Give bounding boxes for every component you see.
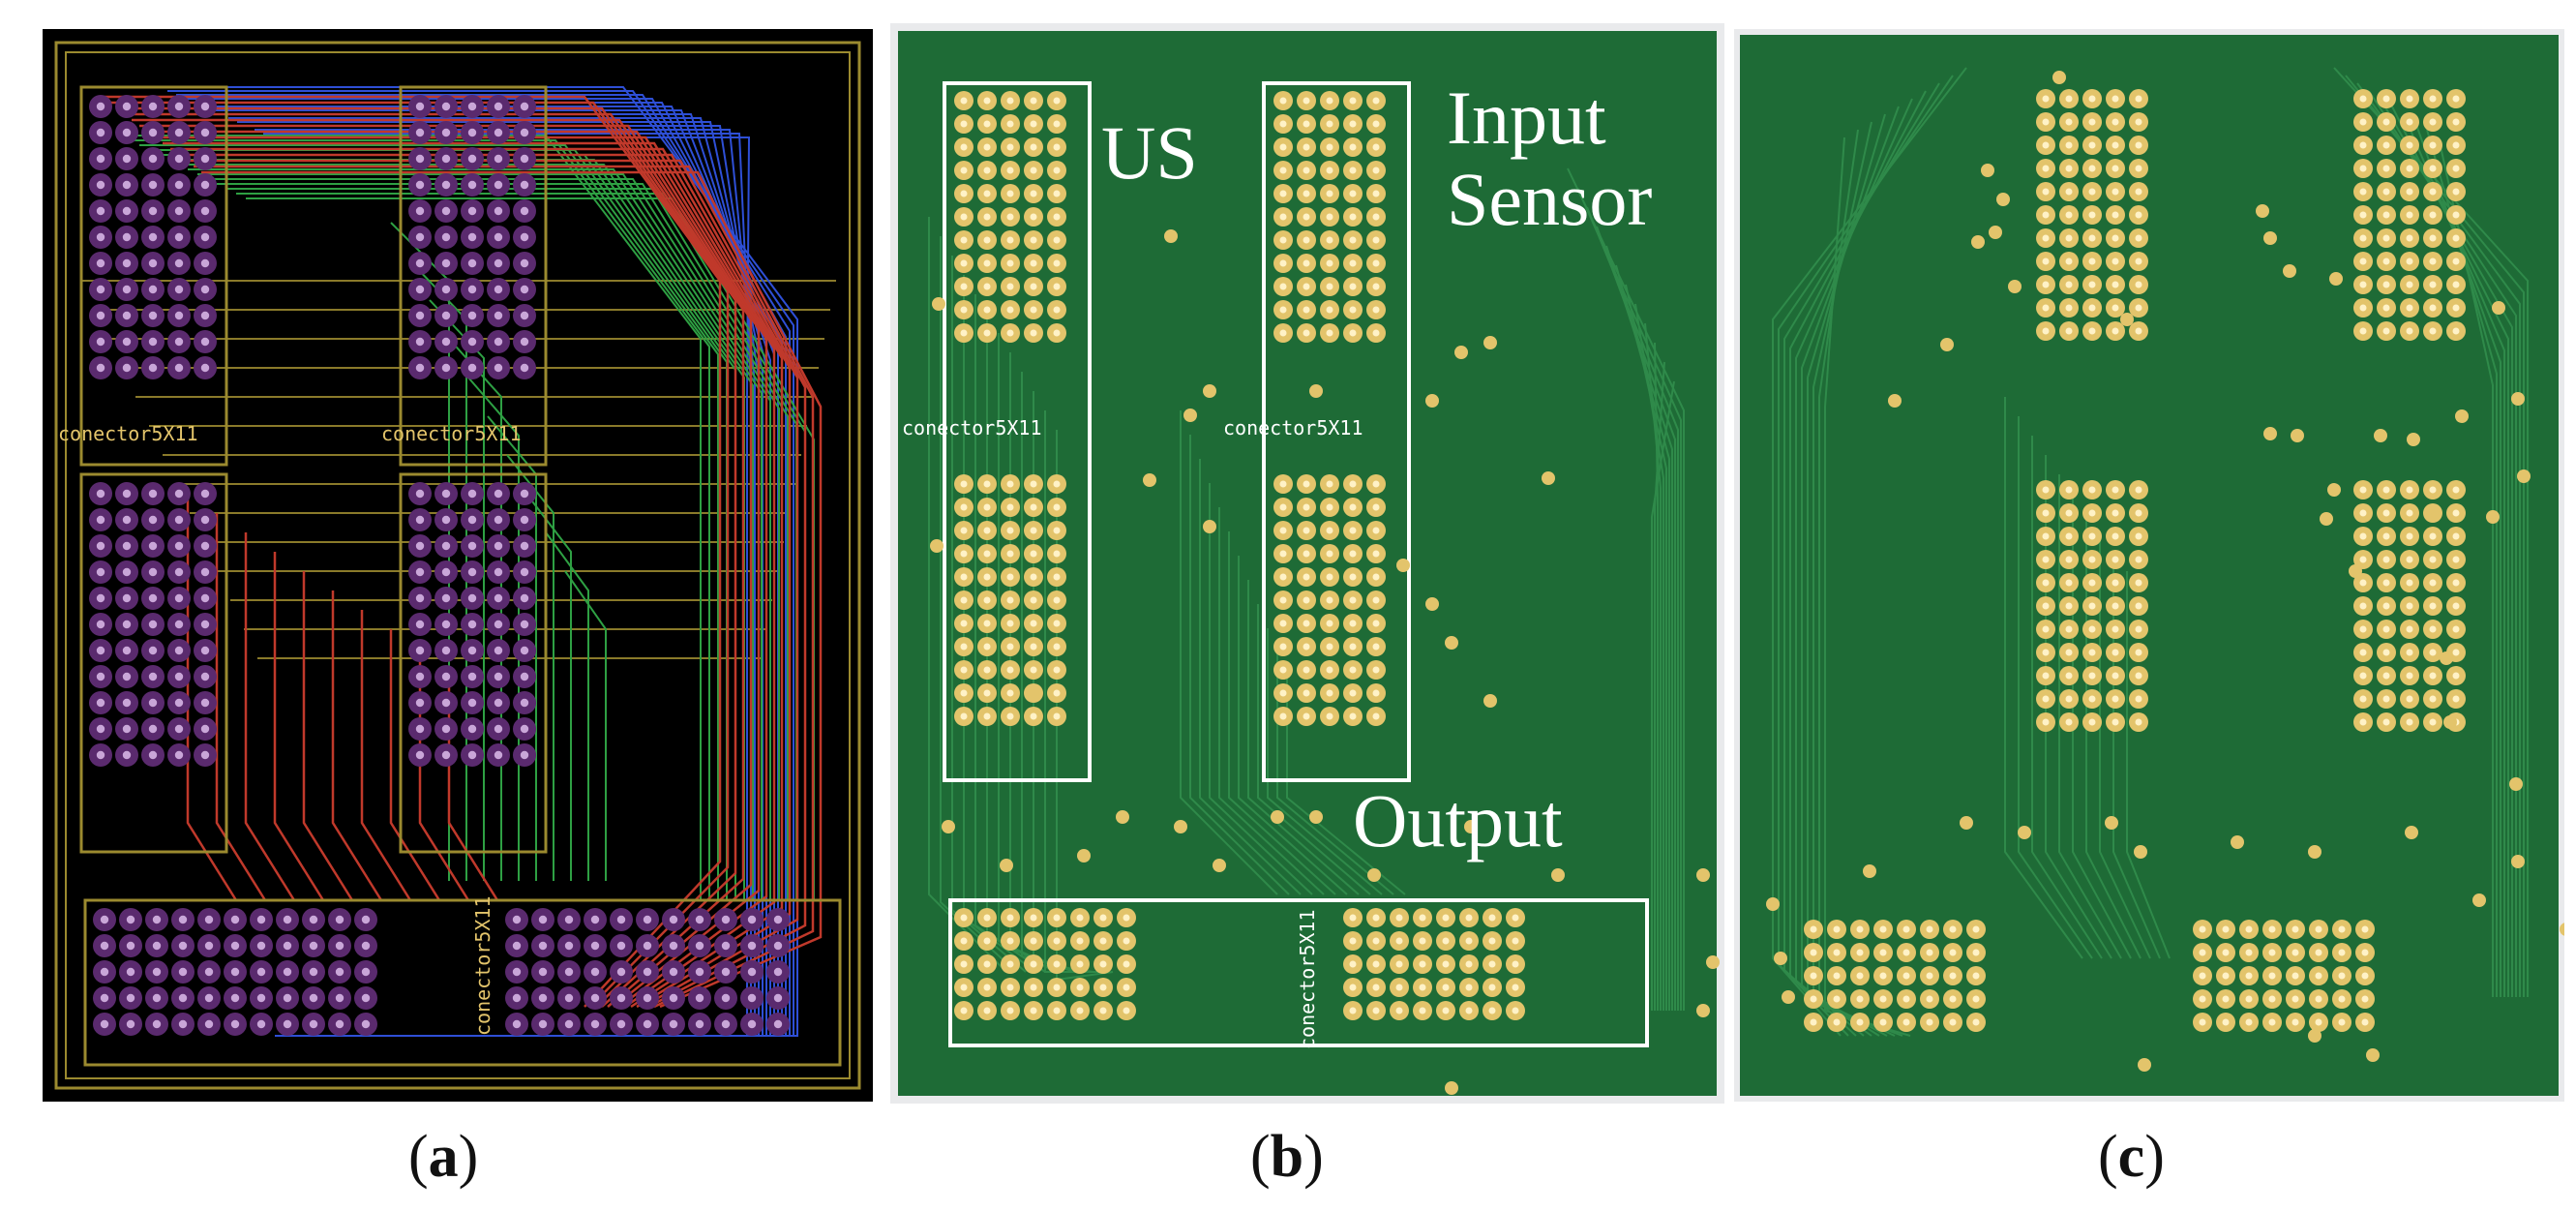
connector-outline-us [943,81,1092,782]
pads-us-top [954,91,1066,343]
pads-us-bottom [954,474,1066,726]
silk-label-3: conector5X11 [471,896,494,1037]
pads-bottom-right [2193,920,2375,1032]
pads-mid-left [2036,480,2148,732]
board-green [1740,35,2559,1096]
pad-grid-output-right [505,908,790,1036]
pad-grid-input-top [408,95,536,379]
pad-grid-input-bottom [408,482,536,767]
silk-label-2: conector5X11 [381,422,522,445]
label-input-sensor: Input Sensor [1447,76,1653,242]
silk-label-1: conector5X11 [58,422,198,445]
via-dots [930,229,1720,1095]
via-dots [1766,71,2564,1072]
silk-label-2: conector5X11 [1223,416,1363,439]
pad-grid-output-left [93,908,377,1036]
caption-c: (c) [2098,1124,2165,1190]
connector-outline-bottom [83,898,842,1067]
pcb-bottom-canvas [1740,35,2564,1096]
connector-outline-input [1262,81,1411,782]
silk-label-1: conector5X11 [902,416,1042,439]
pad-grid-us-bottom [89,482,217,767]
pads-top-left [2036,89,2148,341]
board-outline-inner [65,51,851,1079]
pads-output-left [954,908,1136,1020]
connector-outline-1 [399,85,548,467]
pad-grid-us-top [89,95,217,379]
caption-b: (b) [1250,1124,1324,1190]
pads-mid-right [2353,480,2466,732]
caption-a: (a) [408,1124,479,1190]
board-outline [54,41,861,1090]
panel-a-pcb-layout: conector5X11 conector5X11 conector5X11 [43,29,873,1102]
panel-c-pcb-render [1734,29,2564,1102]
connector-outline-3 [399,472,548,854]
pads-top-right [2353,89,2466,341]
connector-outline-output [948,898,1649,1047]
connector-outline-0 [79,85,228,467]
label-us: US [1101,110,1198,195]
pads-bottom-left [1804,920,1986,1032]
pads-input-top [1273,91,1386,343]
silk-label-3: conector5X11 [1296,910,1319,1050]
pads-input-bottom [1273,474,1386,726]
label-output: Output [1353,778,1563,863]
pads-output-right [1343,908,1525,1020]
connector-outline-2 [79,472,228,854]
pcb-layout-canvas: conector5X11 conector5X11 conector5X11 [54,41,861,1090]
pcb-render-canvas: conector5X11 conector5X11 conector5X11 [898,31,1720,1096]
